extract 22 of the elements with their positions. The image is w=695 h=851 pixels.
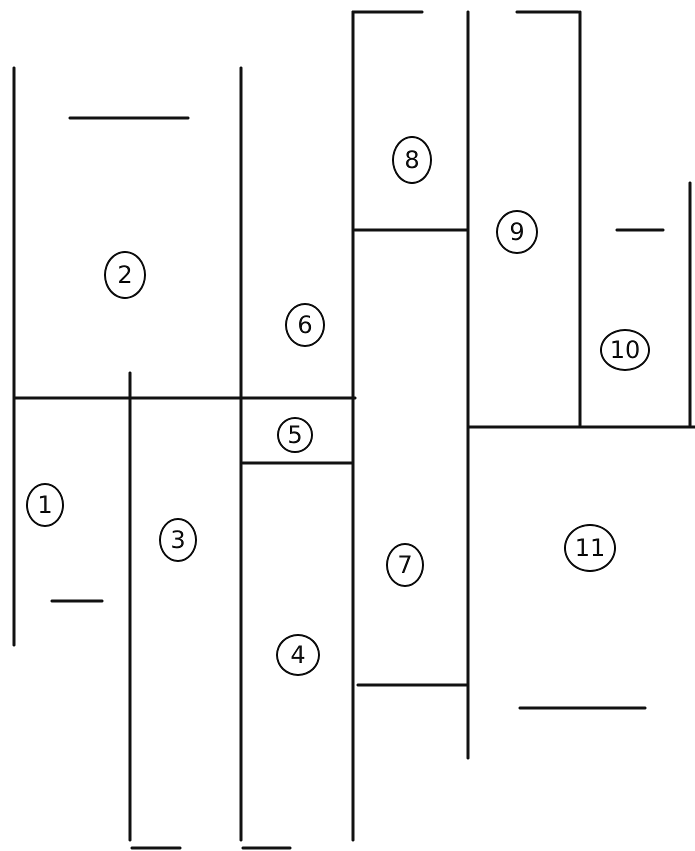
callout-circle [285,303,325,347]
callout-number: 7 [397,553,413,577]
callout-number: 8 [404,148,420,172]
callout-circle [392,136,432,184]
callout-circle [276,634,320,676]
callout-number: 3 [170,528,186,552]
callout-number: 9 [509,220,525,244]
callout-number: 6 [297,313,313,337]
callout-number: 11 [574,536,606,560]
callout-circle [26,483,64,527]
callout-number: 4 [290,643,306,667]
callout-number: 10 [610,338,640,362]
callout-number: 2 [117,263,133,287]
callout-circle [159,518,197,562]
callout-circle [600,329,650,371]
callout-number: 1 [37,493,53,517]
callout-circle [386,543,424,587]
callout-circle [104,251,146,299]
callout-circle [277,417,313,453]
callout-circle [564,524,616,572]
callout-circle [496,210,538,254]
callout-number: 5 [287,423,303,447]
